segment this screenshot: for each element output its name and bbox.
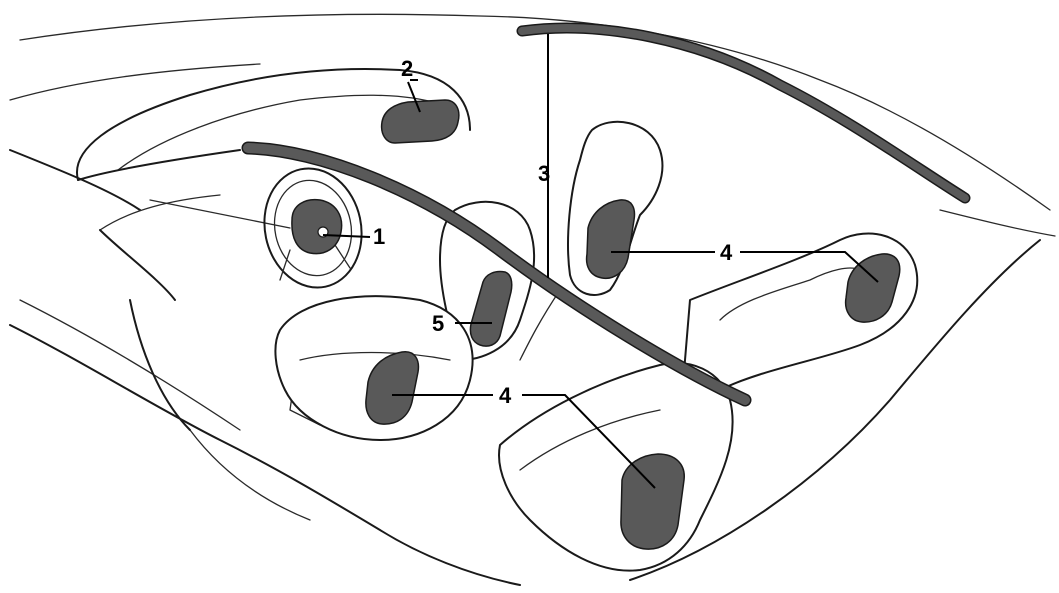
callout-4-passenger: 4: [720, 240, 733, 265]
rear-left-side-airbag: [620, 453, 685, 550]
callout-5: 5: [432, 311, 444, 336]
passenger-front-airbag: [380, 99, 460, 144]
leader-lines: [322, 34, 879, 489]
driver-side-airbag: [365, 351, 420, 425]
callout-1: 1: [373, 224, 385, 249]
passenger-side-airbag: [585, 199, 636, 280]
center-airbag: [469, 270, 513, 347]
steering-wheel: [263, 167, 363, 289]
airbags: [291, 99, 901, 550]
driver-front-airbag: [291, 198, 343, 255]
rear-right-side-airbag: [844, 253, 901, 323]
callout-labels: 1 2 3 4 5 4: [373, 56, 733, 408]
callout-4-driver: 4: [499, 383, 512, 408]
callout-3: 3: [538, 161, 550, 186]
callout-2: 2: [401, 56, 413, 81]
head-curtain-airbags: [241, 22, 971, 407]
